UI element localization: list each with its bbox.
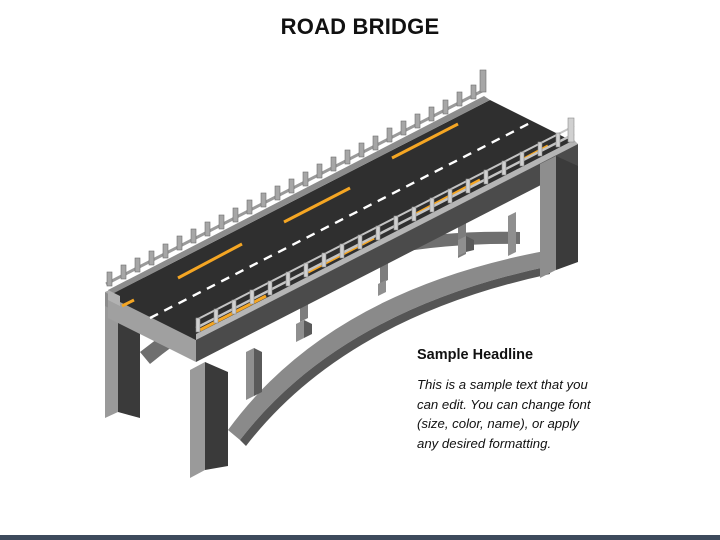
sample-body-text: This is a sample text that you can edit.… — [417, 375, 617, 453]
body-line: This is a sample text that you — [417, 377, 588, 392]
bottom-bar — [0, 535, 720, 540]
slide-title: ROAD BRIDGE — [280, 14, 440, 39]
far-railing — [105, 69, 487, 287]
sample-headline: Sample Headline — [417, 347, 534, 363]
near-railing — [195, 117, 575, 333]
near-arch — [228, 212, 550, 446]
text-box: Sample Headline This is a sample text th… — [417, 347, 617, 453]
body-line: any desired formatting. — [417, 435, 552, 451]
body-line: (size, color, name), or apply — [417, 416, 579, 431]
deck-girder — [108, 144, 578, 362]
body-line: can edit. You can change font — [417, 396, 591, 412]
